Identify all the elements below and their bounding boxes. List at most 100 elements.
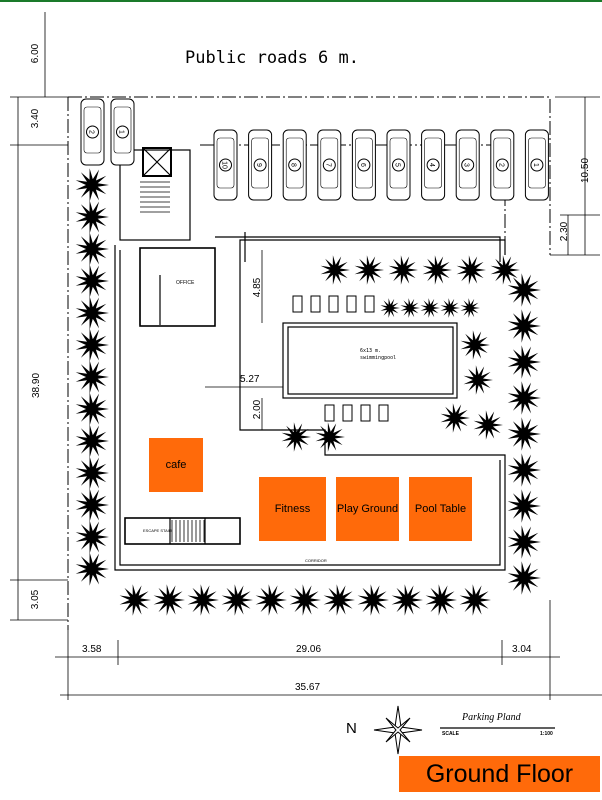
dim-left-total: 38.90 xyxy=(31,372,43,399)
car-number: 3 xyxy=(463,163,470,167)
palm-tree-icon xyxy=(75,360,109,394)
palm-tree-icon xyxy=(75,456,109,490)
palm-tree-icon xyxy=(255,584,287,616)
palm-tree-icon xyxy=(75,200,109,234)
palm-tree-icon xyxy=(507,417,541,451)
scale-value: 1:100 xyxy=(540,731,553,737)
palm-tree-icon xyxy=(75,296,109,330)
bench-rows xyxy=(292,295,389,422)
plan-title: Parking Pland xyxy=(462,712,521,723)
palm-tree-icon xyxy=(420,298,440,318)
parking-car: 1 xyxy=(524,129,549,201)
compass-icon xyxy=(373,705,423,755)
car-number: 7 xyxy=(324,163,331,167)
escape-stair-label: ESCAPE STAIR xyxy=(143,528,172,533)
north-label: N xyxy=(346,720,357,737)
corridor-label: CORRIDOR xyxy=(305,558,327,563)
palm-tree-icon xyxy=(221,584,253,616)
palm-tree-icon xyxy=(75,552,109,586)
palm-tree-icon xyxy=(75,520,109,554)
palm-tree-icon xyxy=(460,330,490,360)
car-number: 9 xyxy=(255,163,262,167)
fitness-area: Fitness xyxy=(259,477,326,541)
dimension-lines xyxy=(10,12,602,700)
palm-tree-icon xyxy=(507,525,541,559)
pool-size: 6x13 m. xyxy=(360,348,382,354)
scale-label: SCALE xyxy=(442,731,459,737)
building-outline xyxy=(114,147,506,571)
car-number: 4 xyxy=(428,163,435,167)
palm-tree-icon xyxy=(459,584,491,616)
parking-car: 2 xyxy=(80,98,105,166)
car-number: 1 xyxy=(118,130,125,134)
palm-tree-icon xyxy=(119,584,151,616)
palm-tree-icon xyxy=(507,489,541,523)
palm-tree-icon xyxy=(507,309,541,343)
dim-left-bottom: 3.05 xyxy=(30,589,42,610)
parking-car: 8 xyxy=(282,129,307,201)
parking-car: 4 xyxy=(421,129,446,201)
palm-tree-icon xyxy=(425,584,457,616)
palm-tree-icon xyxy=(422,255,452,285)
parking-car: 9 xyxy=(248,129,273,201)
pool-table-area: Pool Table xyxy=(409,477,472,541)
fitness-label: Fitness xyxy=(274,503,311,515)
palm-trees xyxy=(75,168,541,616)
car-number: 10 xyxy=(221,161,228,169)
car-number: 1 xyxy=(532,163,539,167)
palm-tree-icon xyxy=(391,584,423,616)
palm-tree-icon xyxy=(388,255,418,285)
palm-tree-icon xyxy=(153,584,185,616)
parking-car: 2 xyxy=(490,129,515,201)
dim-bottom-mid: 29.06 xyxy=(296,644,322,655)
palm-tree-icon xyxy=(456,255,486,285)
road-label: Public roads 6 m. xyxy=(185,48,359,68)
palm-tree-icon xyxy=(463,365,493,395)
dim-pool-offset: 5.27 xyxy=(240,374,260,385)
palm-tree-icon xyxy=(357,584,389,616)
floor-title: Ground Floor xyxy=(425,759,574,788)
palm-tree-icon xyxy=(440,298,460,318)
palm-tree-icon xyxy=(75,488,109,522)
palm-tree-icon xyxy=(507,345,541,379)
parking-car: 7 xyxy=(317,129,342,201)
cafe-label: cafe xyxy=(165,459,187,471)
pool-label: swimmingpool xyxy=(360,355,397,361)
car-number: 2 xyxy=(88,130,95,134)
palm-tree-icon xyxy=(75,392,109,426)
palm-tree-icon xyxy=(507,381,541,415)
playground-label: Play Ground xyxy=(336,503,399,515)
car-number: 8 xyxy=(290,163,297,167)
palm-tree-icon xyxy=(315,422,345,452)
dim-left-road: 6.00 xyxy=(30,43,42,64)
palm-tree-icon xyxy=(460,298,480,318)
palm-tree-icon xyxy=(473,410,503,440)
palm-tree-icon xyxy=(507,561,541,595)
cafe-area: cafe xyxy=(149,438,203,492)
dim-bottom-right: 3.04 xyxy=(512,644,532,655)
car-number: 6 xyxy=(359,163,366,167)
palm-tree-icon xyxy=(75,328,109,362)
parking-car: 6 xyxy=(351,129,376,201)
palm-tree-icon xyxy=(281,422,311,452)
dim-bottom-left: 3.58 xyxy=(82,644,102,655)
palm-tree-icon xyxy=(289,584,321,616)
palm-tree-icon xyxy=(380,298,400,318)
palm-tree-icon xyxy=(323,584,355,616)
palm-tree-icon xyxy=(187,584,219,616)
car-number: 2 xyxy=(497,163,504,167)
palm-tree-icon xyxy=(75,424,109,458)
palm-tree-icon xyxy=(400,298,420,318)
dim-pool-gap: 2.00 xyxy=(252,399,264,420)
palm-tree-icon xyxy=(75,264,109,298)
palm-tree-icon xyxy=(75,232,109,266)
stair-treads xyxy=(140,181,205,542)
palm-tree-icon xyxy=(490,255,520,285)
dim-right-total: 10.50 xyxy=(580,157,592,184)
palm-tree-icon xyxy=(507,453,541,487)
palm-tree-icon xyxy=(354,255,384,285)
floor-title-banner: Ground Floor xyxy=(399,756,600,792)
